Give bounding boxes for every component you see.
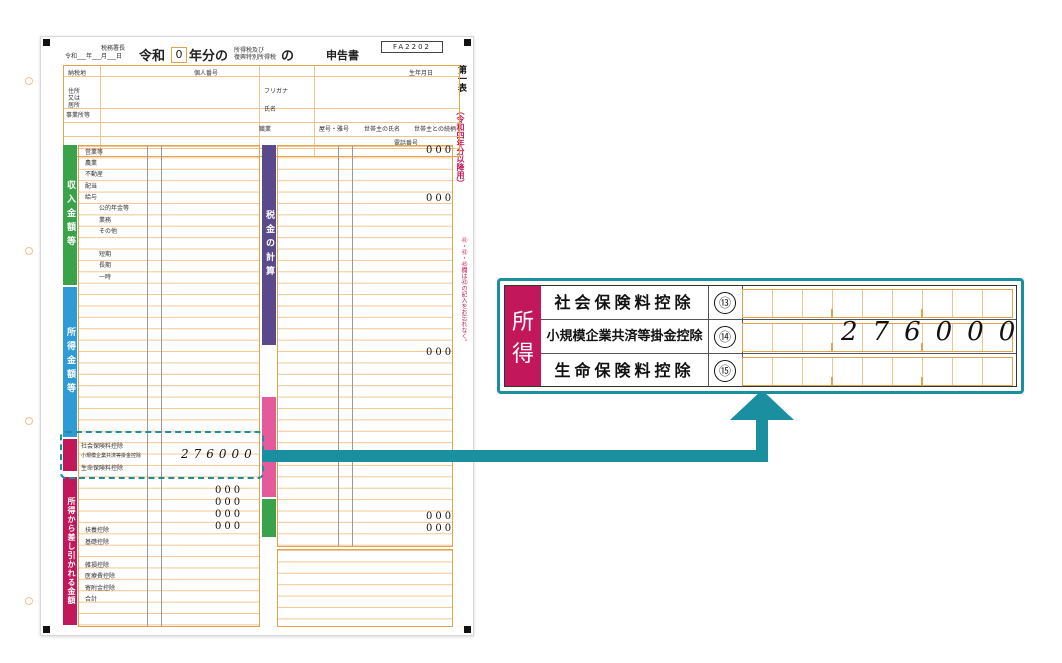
deduct-row-gokei: 合計 (85, 596, 98, 603)
row-number-13: ⑬ (708, 286, 743, 319)
binding-hole (25, 417, 33, 425)
zoom-category-char-2: 得 (511, 342, 534, 367)
deduct-row-seimei: 生命保険料控除 (81, 465, 124, 472)
income-row-nogyo: 農業 (85, 160, 98, 167)
form-code: FA2202 (381, 41, 443, 53)
label-birthdate: 生年月日 (409, 70, 434, 77)
zoom-row-label: 生命保険料控除 (541, 354, 709, 387)
deduct-row-kifu: 寄附金控除 (85, 585, 116, 592)
form-title-suffix: の (281, 49, 295, 64)
label-kyosho: 居所 (68, 102, 81, 109)
amount-input-seimei[interactable] (742, 357, 1013, 386)
right-tax-grid (277, 145, 453, 547)
amount-input-shakai[interactable] (742, 289, 1013, 318)
binding-hole (25, 77, 33, 85)
deduct-row-kiso: 基礎控除 (85, 539, 110, 546)
handwritten-amount-small: 276000 (181, 447, 257, 461)
income-category-bar: 収入金額等 (63, 145, 77, 285)
connector-line-vertical (756, 418, 768, 462)
shotoku-category-bar: 所得金額等 (63, 287, 77, 437)
label-yago: 屋号・雅号 (319, 126, 350, 133)
title-year-box[interactable]: 0 (171, 47, 187, 63)
arrow-head-icon (730, 390, 794, 420)
side-title: 第一表 (456, 65, 466, 92)
label-kojin-bango: 個人番号 (194, 70, 219, 77)
row-number-14: ⑭ (708, 320, 743, 353)
zoom-row-seimei: 生命保険料控除 ⑮ (541, 354, 1016, 387)
form-title-sub2: 復興特別所得税 (234, 54, 277, 61)
label-shokugyo: 職業 (259, 126, 272, 133)
zeros-3: 000 (215, 509, 244, 520)
other-category-bar (262, 397, 276, 497)
deduct-row-iryo: 医療費控除 (85, 573, 116, 580)
income-row-gyomu: 業務 (99, 217, 112, 224)
zoom-panel: 所 得 社会保険料控除 ⑬ 小規模企業共済等掛金控除 ⑭ 276000 生命保険… (497, 278, 1024, 394)
form-title-mid: 年分の (189, 49, 229, 64)
zoom-category-char-1: 所 (511, 310, 534, 335)
label-matawa: 又は (68, 95, 81, 102)
zeros-4: 000 (215, 521, 244, 532)
deduct-row-shakai: 社会保険料控除 (81, 443, 124, 450)
income-row-nenkin: 公的年金等 (99, 205, 130, 212)
highlight-box (60, 431, 264, 479)
income-row-eigyo: 営業等 (85, 149, 104, 156)
label-jusho: 住所 (68, 88, 81, 95)
deduct-row-shokibo: 小規模企業共済等掛金控除 (81, 453, 142, 459)
zoom-row-shokibo: 小規模企業共済等掛金控除 ⑭ 276000 (541, 317, 1016, 354)
deduction-category-bar-top (63, 439, 77, 471)
zoom-row-label: 社会保険料控除 (541, 286, 709, 319)
tax-category-bar: 税金の計算 (262, 145, 276, 345)
deduction-category-bar: 所得から差し引かれる金額 (63, 477, 77, 625)
label-zokugara: 世帯主との続柄 (414, 126, 456, 133)
income-row-tanki: 短期 (99, 251, 112, 258)
bank-info-grid (277, 549, 453, 627)
deduct-row-zasson: 雑損控除 (85, 562, 110, 569)
income-row-sonota: その他 (99, 228, 118, 235)
form-title-sub1: 所得税及び (234, 47, 265, 54)
label-shimei: 氏名 (264, 106, 277, 113)
zeros-1: 000 (215, 485, 244, 496)
side-note-2: ㊶・㊷・㊺欄は㊸の記入をお忘れなく。 (460, 237, 467, 345)
binding-hole (25, 597, 33, 605)
income-row-haito: 配当 (85, 183, 98, 190)
registration-mark (464, 39, 471, 46)
label-nozeichi: 納税地 (68, 70, 87, 77)
left-income-grid (78, 145, 260, 627)
amount-input-shokibo[interactable] (742, 323, 1013, 352)
form-title-end: 申告書 (326, 49, 359, 62)
income-row-choki: 長期 (99, 262, 112, 269)
tax-return-form: 税務署長 令和___年___月___日 令和 0 年分の 所得税及び 復興特別所… (25, 36, 474, 636)
tax-zeros-4: 000 (426, 511, 455, 522)
deduct-row-fuyo: 扶養控除 (85, 527, 110, 534)
binding-hole (25, 247, 33, 255)
registration-mark (43, 626, 50, 633)
tax-zeros-5: 000 (426, 523, 455, 534)
label-setainushi: 世帯主の氏名 (364, 126, 401, 133)
row-number-15: ⑮ (708, 354, 743, 387)
income-row-ichiji: 一時 (99, 274, 112, 281)
label-furigana: フリガナ (264, 88, 289, 95)
registration-mark (464, 626, 471, 633)
zoom-category-bar: 所 得 (505, 286, 541, 386)
tax-zeros-2: 000 (426, 193, 455, 204)
misc-category-bar (262, 499, 276, 537)
taxpayer-info-block: 納税地 住所 又は 居所 事業所等 フリガナ 氏名 個人番号 生年月日 職業 屋… (63, 65, 460, 157)
tax-zeros-1: 000 (426, 145, 455, 156)
handwritten-amount: 276000 (841, 317, 1024, 347)
date-label: 令和___年___月___日 (65, 53, 123, 60)
tax-office-label: 税務署長 (101, 45, 126, 52)
label-jigyosho: 事業所等 (66, 112, 91, 119)
connector-line-horizontal (262, 450, 768, 462)
side-note: （令和四年分以降用） (456, 107, 465, 187)
form-title-prefix: 令和 (139, 49, 166, 64)
label-tel: 電話番号 (394, 140, 419, 147)
income-row-fudosan: 不動産 (85, 171, 104, 178)
registration-mark (43, 39, 50, 46)
zoom-row-label: 小規模企業共済等掛金控除 (541, 320, 709, 353)
tax-zeros-3: 000 (426, 347, 455, 358)
zoom-row-shakai: 社会保険料控除 ⑬ (541, 286, 1016, 320)
income-row-kyuyo: 給与 (85, 194, 98, 201)
zeros-2: 000 (215, 497, 244, 508)
